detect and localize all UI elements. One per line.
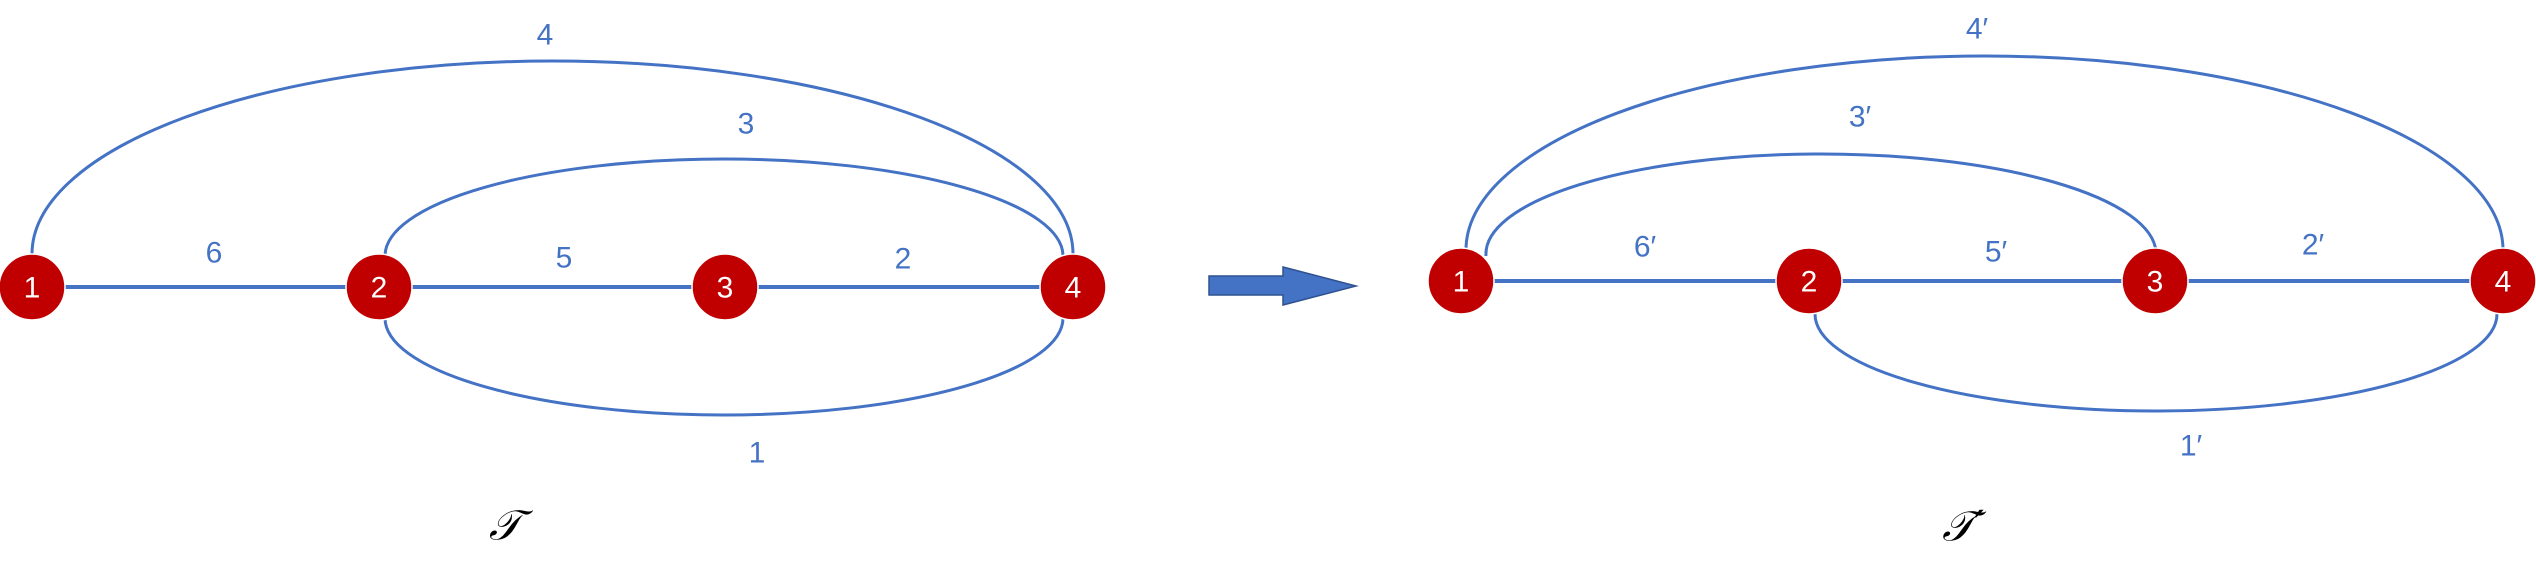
node-label: 3 [717,272,734,305]
node-label: 1 [24,272,41,305]
edge-label-left-5: 5 [556,242,573,275]
edge-label-right-2p: 2′ [2302,229,2325,262]
node-right-2: 2 [1775,247,1843,315]
node-right-4: 4 [2469,247,2536,315]
edge-label-right-4p: 4′ [1966,13,1989,46]
edge-label-left-3: 3 [738,108,755,141]
node-label: 1 [1453,266,1470,299]
edge-label-right-5p: 5′ [1985,236,2008,269]
edge-label-left-2: 2 [895,243,912,276]
edge-arc-left-1-4 [30,59,1075,255]
right-arrow-icon [1208,266,1359,306]
edge-arc-right-1-3 [1484,152,2158,257]
left-graph-title: 𝒯 [489,501,534,550]
node-left-4: 4 [1039,253,1107,321]
edge-arc-right-1-4 [1464,54,2505,251]
right-graph-title: 𝒯′ [1942,502,1987,551]
edge-label-left-4: 4 [537,19,554,52]
node-label: 3 [2147,266,2164,299]
node-left-3: 3 [691,253,759,321]
left-graph: 6 5 2 4 3 1 1 2 3 4 𝒯 [0,19,1107,550]
node-right-1: 1 [1427,247,1495,315]
edge-label-left-1: 1 [749,437,766,470]
edge-label-right-6p: 6′ [1634,231,1657,264]
node-label: 4 [1065,272,1082,305]
edge-label-left-6: 6 [206,237,223,270]
node-label: 2 [371,272,388,305]
node-left-2: 2 [345,253,413,321]
edge-arc-right-2-4-below [1813,313,2499,413]
edge-arc-left-2-4-below [383,317,1065,417]
node-left-1: 1 [0,253,66,321]
node-label: 2 [1801,266,1818,299]
edge-arc-left-2-4-above [383,157,1065,257]
node-label: 4 [2495,266,2512,299]
edge-label-right-3p: 3′ [1849,101,1872,134]
node-right-3: 3 [2121,247,2189,315]
edge-label-right-1p: 1′ [2180,430,2203,463]
right-graph: 6′ 5′ 2′ 4′ 3′ 1′ 1 2 3 4 𝒯′ [1427,13,2536,551]
